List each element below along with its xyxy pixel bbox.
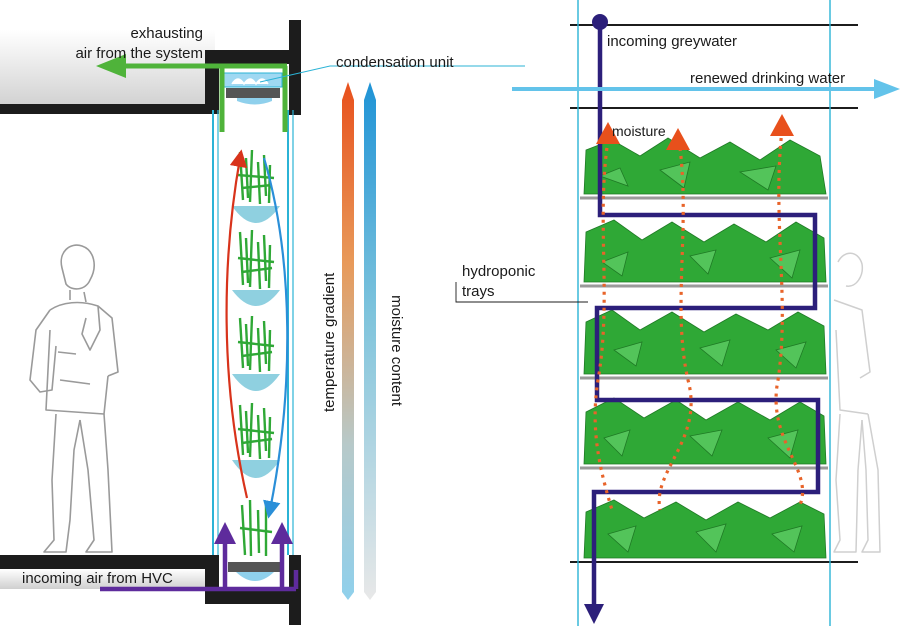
- hvc-arrow-head-right: [271, 522, 293, 544]
- plant-band: [583, 499, 827, 559]
- hydroponic-label-line2: trays: [462, 283, 495, 300]
- facade-sill-beam: [205, 590, 301, 604]
- plant-band: [583, 397, 827, 465]
- facade-head-left: [205, 50, 219, 114]
- plant-band: [583, 219, 827, 283]
- hydroponic-leader-line: [455, 282, 588, 303]
- bottom-basin: [236, 572, 274, 581]
- facade-post-top: [289, 20, 301, 115]
- hydroponic-label-line1: hydroponic: [462, 263, 536, 280]
- facade-sill-left: [205, 555, 219, 603]
- left-building-section: [0, 20, 376, 625]
- right-facade-section: [512, 0, 900, 626]
- plant-band: [583, 309, 827, 375]
- moisture-label: moisture: [612, 123, 666, 139]
- bottom-tray: [228, 562, 280, 572]
- exhaust-duct: [120, 63, 288, 132]
- moisture-arrow-head: [770, 114, 794, 136]
- exhausting-label-line2: air from the system: [75, 45, 203, 62]
- person-figure-right: [833, 252, 881, 553]
- incoming-air-label: incoming air from HVC: [22, 570, 173, 587]
- warm-air-rising-arrow: [225, 149, 249, 499]
- greywater-outlet-arrow: [584, 604, 604, 624]
- moisture-content-bar: [364, 82, 376, 600]
- cool-air-falling-arrow: [262, 157, 289, 519]
- temperature-gradient-bar: [342, 82, 354, 600]
- plant-tier: [232, 149, 280, 223]
- drinking-water-arrow-head: [874, 79, 900, 99]
- hvc-arrow-head-left: [214, 522, 236, 544]
- hvc-air-ducting: [100, 540, 299, 592]
- temperature-gradient-label: temperature gradient: [321, 272, 338, 412]
- hydroponic-tray-shelves: [580, 196, 828, 470]
- moisture-paths: [593, 129, 805, 511]
- moisture-arrow-head: [596, 122, 620, 144]
- moisture-arrow-head: [666, 128, 690, 150]
- plant-tier: [232, 315, 280, 391]
- lower-slab-shading: [0, 569, 215, 589]
- condensation-unit-icon: [223, 72, 283, 105]
- person-figure-left: [29, 244, 119, 553]
- renewed-drinking-water-label: renewed drinking water: [690, 70, 845, 87]
- incoming-greywater-label: incoming greywater: [607, 33, 737, 50]
- condensation-leader-line: [259, 65, 525, 83]
- facade-head-beam: [205, 50, 301, 64]
- lower-floor-slab: [0, 555, 215, 569]
- greywater-inlet-dot: [592, 14, 608, 30]
- plant-tier: [232, 402, 280, 478]
- greywater-serpentine-pipe: [591, 22, 821, 605]
- plant-tier: [239, 499, 273, 557]
- plant-band: [583, 137, 827, 195]
- moisture-content-label: moisture content: [388, 295, 405, 407]
- exhausting-label-line1: exhausting: [130, 25, 203, 42]
- upper-slab-bottom-edge: [0, 104, 215, 114]
- condensation-unit-label: condensation unit: [336, 54, 454, 71]
- plant-tier: [232, 229, 280, 306]
- exhaust-arrow-head: [96, 54, 126, 78]
